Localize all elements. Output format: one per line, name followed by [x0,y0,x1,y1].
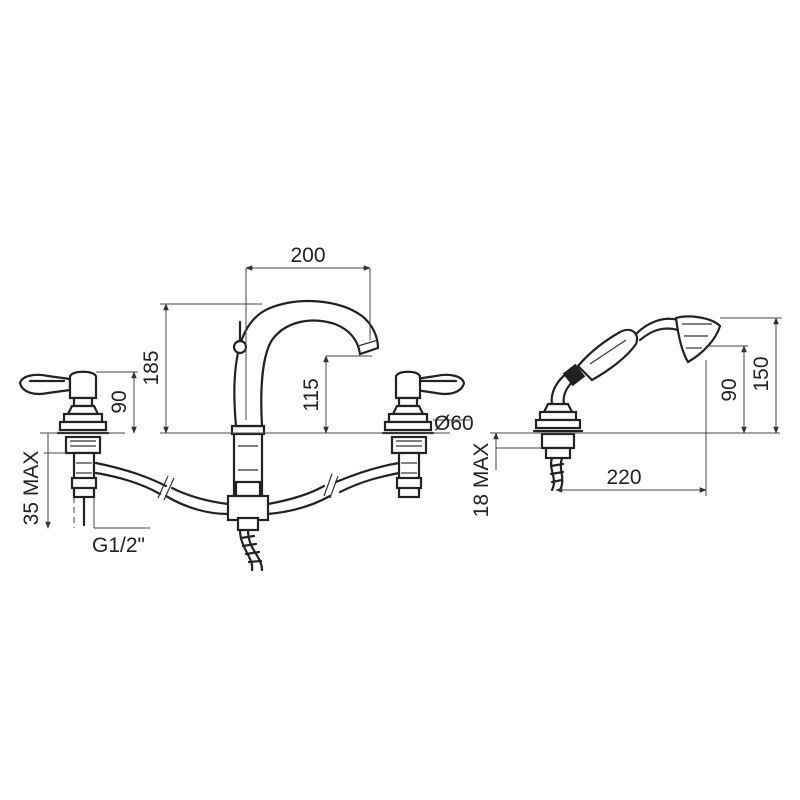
mixer-max-deck-label: 35 MAX [20,451,43,526]
rosette-diameter-label: Ø60 [434,412,474,435]
spout-mixer-body [226,299,380,572]
handshower-reach-label: 220 [606,466,641,489]
right-handle-valve [381,370,466,499]
connection-thread-label: G1/2" [92,534,145,557]
connecting-hoses [94,461,401,516]
spout-reach-label: 200 [290,244,325,267]
handshower-height-label: 150 [750,356,773,391]
handle-height-label: 90 [108,390,131,413]
handshower-max-deck-label: 18 MAX [470,443,493,518]
left-handle-valve [18,370,110,527]
mixer-height-label: 185 [140,350,163,385]
spout-outlet-height-label: 115 [300,378,323,411]
handshower-assembly [532,315,722,492]
dimension-lines [44,265,782,529]
handshower-holder-height-label: 90 [718,378,741,401]
